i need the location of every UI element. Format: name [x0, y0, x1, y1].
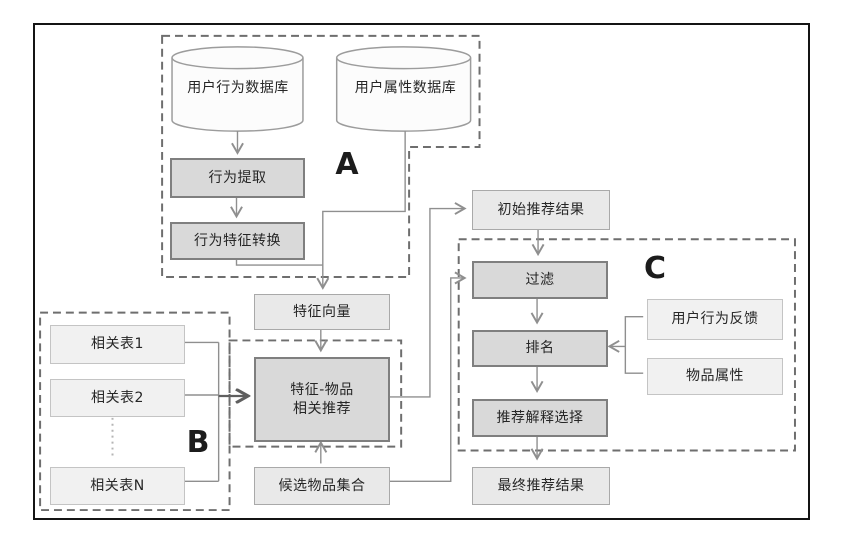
node-behavior-extract: 行为提取 — [170, 158, 305, 198]
group-c-label: C — [643, 251, 667, 286]
group-a-boundary — [161, 34, 481, 278]
line-convert-to-bus — [235, 258, 323, 266]
node-feature-item-line1: 特征-物品 — [290, 381, 354, 398]
attribute-database-cylinder-icon — [335, 46, 472, 132]
node-related-table-n: 相关表N — [50, 467, 185, 505]
connectors — [184, 131, 644, 482]
node-ranking: 排名 — [472, 330, 608, 367]
node-user-feedback: 用户行为反馈 — [647, 299, 783, 340]
attribute-database-label: 用户属性数据库 — [354, 80, 457, 96]
group-b-label: B — [186, 425, 210, 460]
node-related-table-2: 相关表2 — [50, 379, 185, 417]
arrow-candidate-to-filter — [388, 271, 467, 482]
lines-relatedtables-merge — [184, 341, 220, 482]
behavior-database-cylinder-icon — [171, 46, 304, 132]
node-feature-item-recommend: 特征-物品 相关推荐 — [254, 357, 390, 442]
behavior-database-label: 用户行为数据库 — [187, 80, 289, 96]
node-final-result: 最终推荐结果 — [472, 467, 610, 505]
node-filter: 过滤 — [472, 261, 608, 299]
flowchart-canvas — [39, 34, 796, 512]
node-feature-item-line2: 相关推荐 — [293, 400, 351, 417]
arrow-attributedb-to-featurevector — [316, 131, 406, 290]
node-candidate-items: 候选物品集合 — [254, 467, 390, 505]
diagram-frame: 用户行为数据库 用户属性数据库 A B C 行为提取 行为特征转换 特征-物品 … — [33, 23, 810, 520]
node-behavior-feature-convert: 行为特征转换 — [170, 222, 305, 260]
arrows-feedback-to-ranking — [609, 315, 644, 374]
arrow-featureitem-to-initialresult — [388, 202, 467, 398]
node-explain-select: 推荐解释选择 — [472, 399, 608, 437]
node-related-table-1: 相关表1 — [50, 325, 185, 364]
node-initial-result: 初始推荐结果 — [472, 190, 610, 230]
node-feature-vector: 特征向量 — [254, 294, 390, 330]
group-a-label: A — [335, 147, 359, 182]
group-c-boundary — [457, 238, 796, 452]
node-item-attribute: 物品属性 — [647, 358, 783, 395]
